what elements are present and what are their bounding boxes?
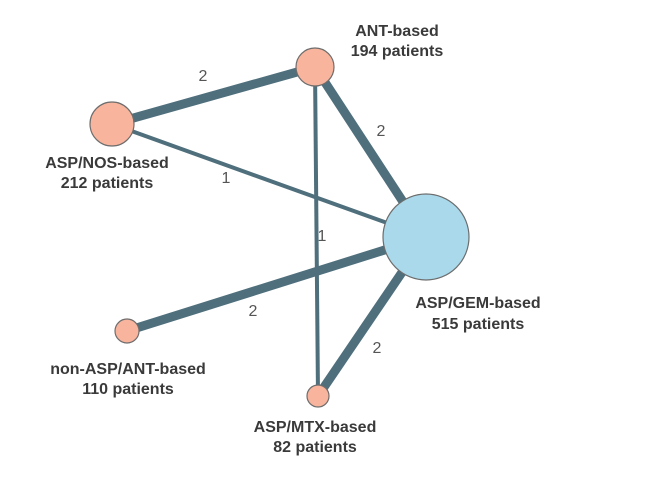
node-aspnos — [89, 101, 135, 147]
node-nonasp — [114, 318, 140, 344]
edge-aspnos-ant — [110, 62, 317, 129]
node-patients-aspnos: 212 patients — [61, 175, 154, 192]
edge-label-aspmtx-aspgem: 2 — [373, 340, 382, 357]
node-patients-nonasp: 110 patients — [82, 381, 174, 398]
edge-label-aspnos-ant: 2 — [199, 68, 208, 85]
edge-aspnos-aspgem — [111, 122, 427, 239]
edge-label-ant-aspmtx: 1 — [318, 228, 327, 245]
node-patients-ant: 194 patients — [351, 43, 444, 60]
node-label-ant: ANT-based — [355, 23, 439, 40]
node-patients-aspmtx: 82 patients — [273, 439, 357, 456]
node-aspmtx — [306, 384, 330, 408]
node-patients-aspgem: 515 patients — [432, 316, 525, 333]
node-label-nonasp: non-ASP/ANT-based — [50, 361, 206, 378]
edge-label-aspnos-aspgem: 1 — [222, 170, 231, 187]
edge-nonasp-aspgem — [125, 232, 428, 336]
node-ant — [295, 47, 335, 87]
node-label-aspnos: ASP/NOS-based — [45, 155, 169, 172]
node-label-aspmtx: ASP/MTX-based — [254, 419, 377, 436]
node-aspgem — [382, 193, 470, 281]
edge-label-ant-aspgem: 2 — [377, 123, 386, 140]
node-label-aspgem: ASP/GEM-based — [415, 295, 540, 312]
edge-ant-aspmtx — [313, 66, 320, 397]
edge-label-nonasp-aspgem: 2 — [249, 303, 258, 320]
